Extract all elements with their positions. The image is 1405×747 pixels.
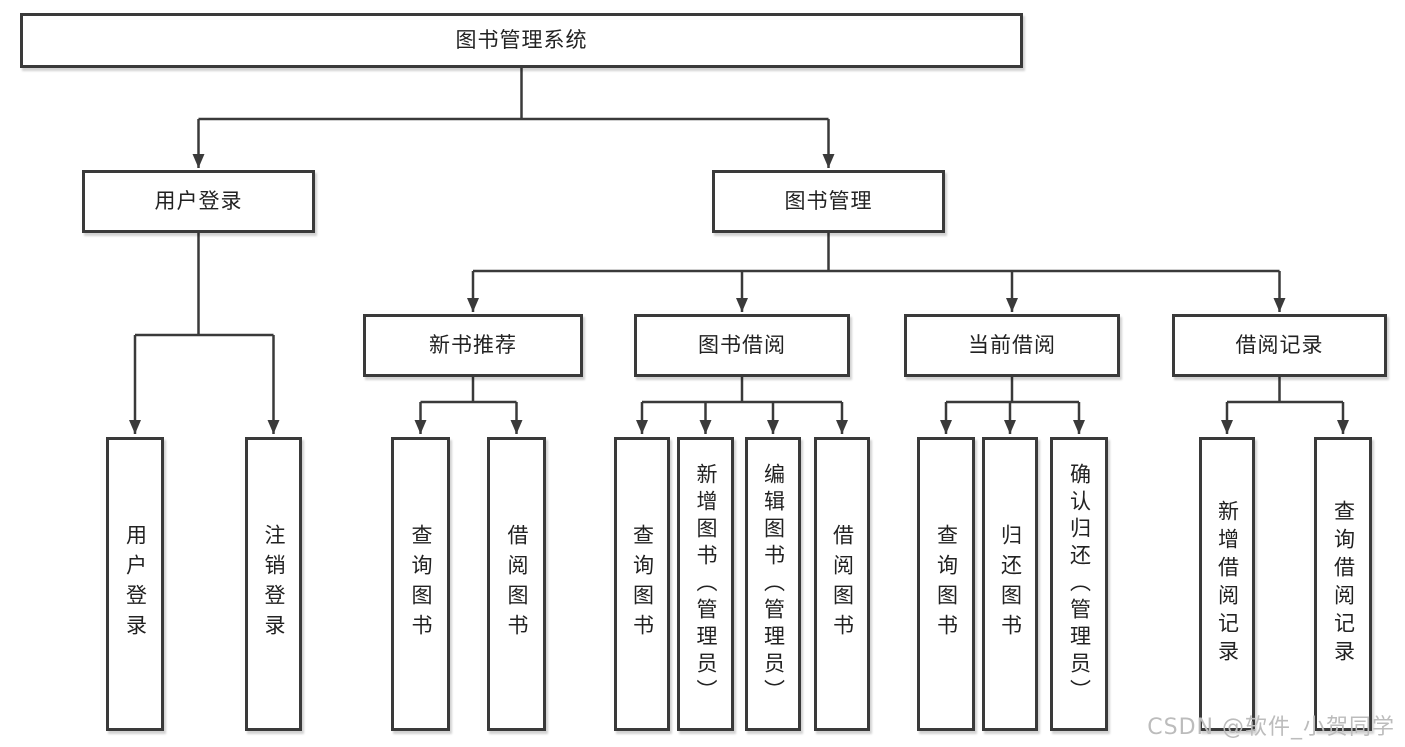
node-current-borrowing-label: 当前借阅 (968, 333, 1056, 357)
node-borrowing-add-books-label: 新增图书（管理员） (694, 462, 718, 706)
node-recommend-query-books: 查询图书 (391, 437, 450, 731)
csdn-watermark: CSDN @软件_小贺同学 (1147, 715, 1395, 740)
node-recommend-query-books-label: 查询图书 (409, 524, 433, 644)
node-borrowing-borrow-books: 借阅图书 (814, 437, 870, 731)
node-borrowing-edit-books-label: 编辑图书（管理员） (761, 462, 786, 706)
node-library-management-system-label: 图书管理系统 (455, 28, 588, 52)
node-borrowing-records: 借阅记录 (1172, 314, 1387, 377)
node-book-management-label: 图书管理 (784, 189, 873, 213)
node-book-borrowing-label: 图书借阅 (698, 333, 786, 357)
node-book-borrowing: 图书借阅 (634, 314, 850, 377)
node-borrowing-query-books: 查询图书 (614, 437, 670, 731)
node-user-login: 用户登录 (106, 437, 164, 731)
node-logout-login: 注销登录 (245, 437, 302, 731)
node-current-borrowing: 当前借阅 (904, 314, 1120, 377)
node-records-query-record: 查询借阅记录 (1314, 437, 1372, 731)
node-current-query-books: 查询图书 (917, 437, 975, 731)
node-records-add-record-label: 新增借阅记录 (1215, 500, 1240, 668)
node-current-confirm-return: 确认归还（管理员） (1050, 437, 1108, 731)
node-borrowing-add-books: 新增图书（管理员） (677, 437, 734, 731)
node-borrowing-borrow-books-label: 借阅图书 (830, 524, 855, 644)
node-current-confirm-return-label: 确认归还（管理员） (1067, 462, 1092, 706)
node-recommend-borrow-books-label: 借阅图书 (505, 524, 529, 644)
node-borrowing-records-label: 借阅记录 (1235, 333, 1324, 357)
node-new-book-recommend: 新书推荐 (363, 314, 583, 377)
node-user-login-label: 用户登录 (123, 524, 148, 644)
node-records-add-record: 新增借阅记录 (1199, 437, 1255, 731)
node-current-return-books: 归还图书 (982, 437, 1038, 731)
node-current-query-books-label: 查询图书 (934, 524, 959, 644)
node-user-login-group-label: 用户登录 (154, 189, 243, 213)
node-borrowing-query-books-label: 查询图书 (630, 524, 655, 644)
node-current-return-books-label: 归还图书 (998, 524, 1023, 644)
node-logout-login-label: 注销登录 (262, 524, 286, 644)
node-book-management: 图书管理 (712, 170, 945, 233)
node-library-management-system: 图书管理系统 (20, 13, 1023, 68)
node-records-query-record-label: 查询借阅记录 (1331, 500, 1356, 668)
node-new-book-recommend-label: 新书推荐 (429, 333, 517, 357)
node-borrowing-edit-books: 编辑图书（管理员） (745, 437, 801, 731)
node-recommend-borrow-books: 借阅图书 (487, 437, 546, 731)
node-user-login-group: 用户登录 (82, 170, 315, 233)
